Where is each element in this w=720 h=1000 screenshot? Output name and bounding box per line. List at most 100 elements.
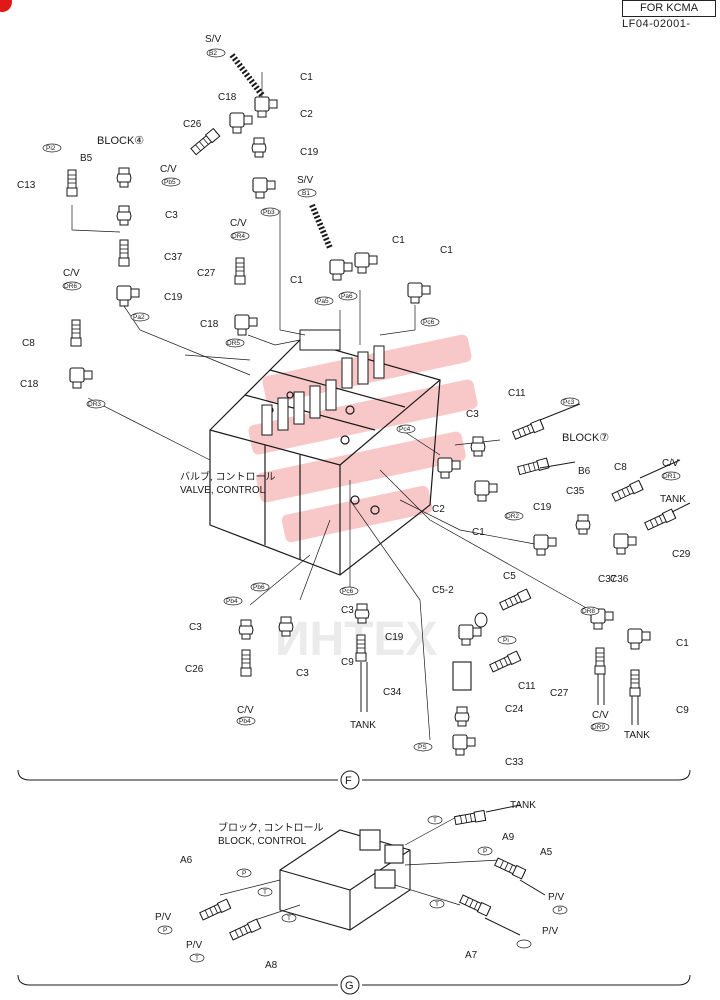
part-A9: A9 [502, 832, 515, 843]
port-dr9: DR9 [592, 724, 605, 731]
port-pi: Pi [503, 637, 509, 644]
part-C1e: C1 [472, 527, 485, 538]
part-C37a: C37 [164, 252, 183, 263]
port-pb4: Pb4 [226, 598, 238, 605]
part-C19d: C19 [385, 632, 404, 643]
part-C19b: C19 [164, 292, 183, 303]
port-pa6: Pa6 [341, 293, 353, 300]
tank-a-label: TANK [660, 494, 686, 505]
port-dr5: DR5 [227, 340, 240, 347]
port-pc4: Pc4 [399, 426, 411, 433]
lport-t5: T [195, 955, 199, 962]
port-dr8: DR8 [582, 608, 595, 615]
lower-port-tags [157, 815, 568, 963]
port-pc6: Pc6 [423, 319, 435, 326]
part-C8a: C8 [22, 338, 35, 349]
part-C24: C24 [505, 704, 524, 715]
cv-e-label: C/V [237, 705, 254, 716]
part-C1c: C1 [440, 245, 453, 256]
part-C11b: C11 [518, 681, 536, 692]
part-C18a: C18 [218, 92, 237, 103]
part-C29: C29 [672, 549, 691, 560]
pv4-label: P/V [186, 940, 202, 951]
block7-label: BLOCK⑦ [562, 432, 609, 444]
lport-p1: P [483, 848, 487, 855]
part-C26a: C26 [183, 119, 202, 130]
port-pb5: Pb5 [164, 179, 176, 186]
port-dr6: DR6 [64, 283, 77, 290]
part-C27a: C27 [197, 268, 216, 279]
cv-c-label: C/V [63, 268, 80, 279]
lport-p4: P [163, 927, 167, 934]
hydraulic-components [66, 53, 691, 756]
pv3-label: P/V [542, 926, 558, 937]
sv-top-label: S/V [205, 34, 221, 45]
lport-t2: T [263, 889, 267, 896]
part-C8b: C8 [614, 462, 627, 473]
port-dr3: DR3 [88, 401, 101, 408]
part-C35: C35 [566, 486, 585, 497]
control-block-body [279, 829, 411, 931]
part-C18c: C18 [20, 379, 39, 390]
part-A7: A7 [465, 950, 478, 961]
block-jp-label: ブロック, コントロール [218, 821, 324, 834]
port-pa5: Pa5 [317, 298, 329, 305]
lower-labels: TANK ブロック, コントロール BLOCK, CONTROL A9 A5 A… [155, 800, 564, 971]
tank-label: TANK [510, 800, 536, 811]
cv-b-label: C/V [230, 218, 247, 229]
port-pb3: Pb3 [263, 209, 275, 216]
lower-port-text: T P P T T T P P T [163, 817, 562, 962]
part-C26b: C26 [185, 664, 204, 675]
lport-t4: T [435, 901, 439, 908]
part-C3b: C3 [466, 409, 479, 420]
port-dr1: DR1 [663, 473, 676, 480]
part-C2a: C2 [300, 109, 313, 120]
part-C36: C36 [610, 574, 629, 585]
lower-leaders [219, 814, 501, 921]
lport-t3: T [287, 915, 291, 922]
port-dr2: DR2 [506, 513, 519, 520]
part-C27b: C27 [550, 688, 569, 699]
corner-marker [0, 0, 12, 12]
part-C1a: C1 [300, 72, 313, 83]
part-code: LF04-02001- [622, 18, 691, 30]
pv2-label: P/V [155, 912, 171, 923]
block4-label: BLOCK④ [97, 135, 144, 147]
valve-jp-label: バルブ, コントロール [180, 470, 276, 483]
leader-lines [71, 72, 591, 741]
part-A5: A5 [540, 847, 553, 858]
part-C5: C5 [503, 571, 516, 582]
part-C5-2: C5-2 [432, 585, 454, 596]
part-C33: C33 [505, 757, 524, 768]
lport-p2: P [242, 870, 246, 877]
tank-b-label: TANK [350, 720, 376, 731]
cv-d-label: C/V [662, 458, 679, 469]
lport-p3: P [558, 907, 562, 914]
port-ps: PS [418, 744, 427, 751]
part-B6: B6 [578, 466, 591, 477]
part-C2b: C2 [432, 504, 445, 515]
port-pb6: Pb6 [253, 584, 265, 591]
pv1-label: P/V [548, 892, 564, 903]
part-C1b: C1 [392, 235, 405, 246]
upper-labels: S/V C1 C18 C2 C26 BLOCK④ C19 B5 C/V S/V … [17, 34, 691, 768]
part-C3e: C3 [296, 668, 309, 679]
part-A8: A8 [265, 960, 278, 971]
port-pe: Pc6 [342, 588, 354, 595]
part-C3c: C3 [341, 605, 354, 616]
part-C3d: C3 [189, 622, 202, 633]
part-C19c: C19 [533, 502, 552, 513]
part-C18b: C18 [200, 319, 219, 330]
section-g-bracket [17, 974, 691, 995]
port-dr4: DR4 [232, 233, 245, 240]
part-C11a: C11 [508, 388, 526, 399]
region-tag: FOR KCMA [622, 0, 716, 17]
block-en-label: BLOCK, CONTROL [218, 836, 307, 847]
section-f-bracket [17, 769, 691, 790]
port-pi2: Pi2 [46, 145, 56, 152]
lower-hoses [198, 804, 546, 942]
port-b2: B2 [209, 50, 217, 57]
part-B5: B5 [80, 153, 93, 164]
port-tag-text: B2 Pi2 Pb5 Pb3 B1 DR4 DR6 Pa2 Pa5 Pa6 Pc… [46, 50, 676, 751]
